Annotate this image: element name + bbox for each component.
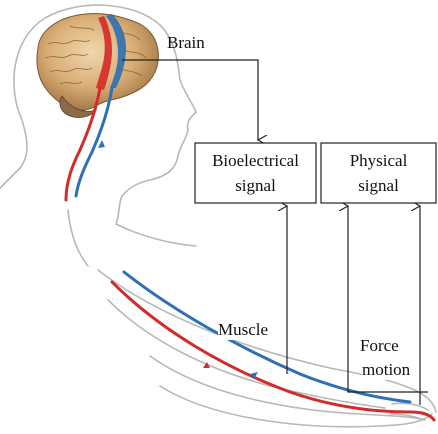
bioelectrical-signal-text: Bioelectrical signal (195, 148, 316, 198)
physical-signal-line1: Physical (321, 148, 436, 173)
bioelectrical-signal-line2: signal (195, 173, 316, 198)
muscle-label: Muscle (218, 320, 268, 340)
brain-label: Brain (167, 33, 205, 53)
physical-signal-line2: signal (321, 173, 436, 198)
force-label: Force (360, 336, 399, 356)
motion-label: motion (362, 360, 410, 380)
bioelectrical-signal-line1: Bioelectrical (195, 148, 316, 173)
physical-signal-text: Physical signal (321, 148, 436, 198)
